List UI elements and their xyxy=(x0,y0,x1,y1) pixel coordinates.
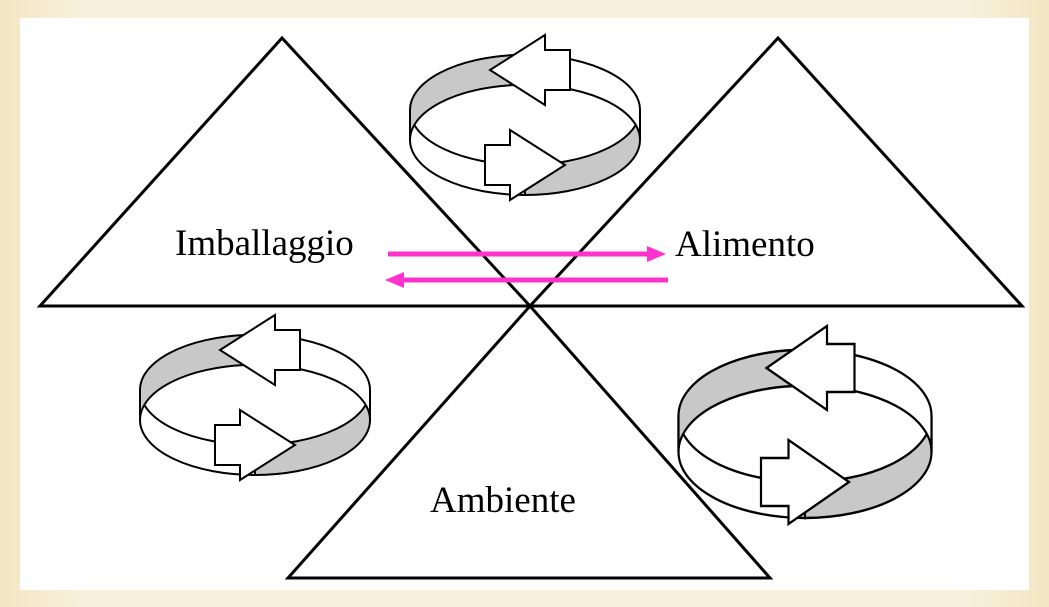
cycle-arrow-icon xyxy=(138,314,372,481)
environment-label: Ambiente xyxy=(430,480,576,521)
packaging-triangle xyxy=(36,35,534,308)
food-triangle xyxy=(526,35,1026,308)
cycle-arrow-icon xyxy=(677,324,933,526)
food-label: Alimento xyxy=(675,224,815,265)
exchange-arrow-left-icon xyxy=(385,272,668,288)
cycle-arrow-icon xyxy=(408,34,642,201)
exchange-arrow-right-icon xyxy=(388,246,666,262)
environment-triangle xyxy=(284,303,774,580)
packaging-label: Imballaggio xyxy=(175,223,354,264)
